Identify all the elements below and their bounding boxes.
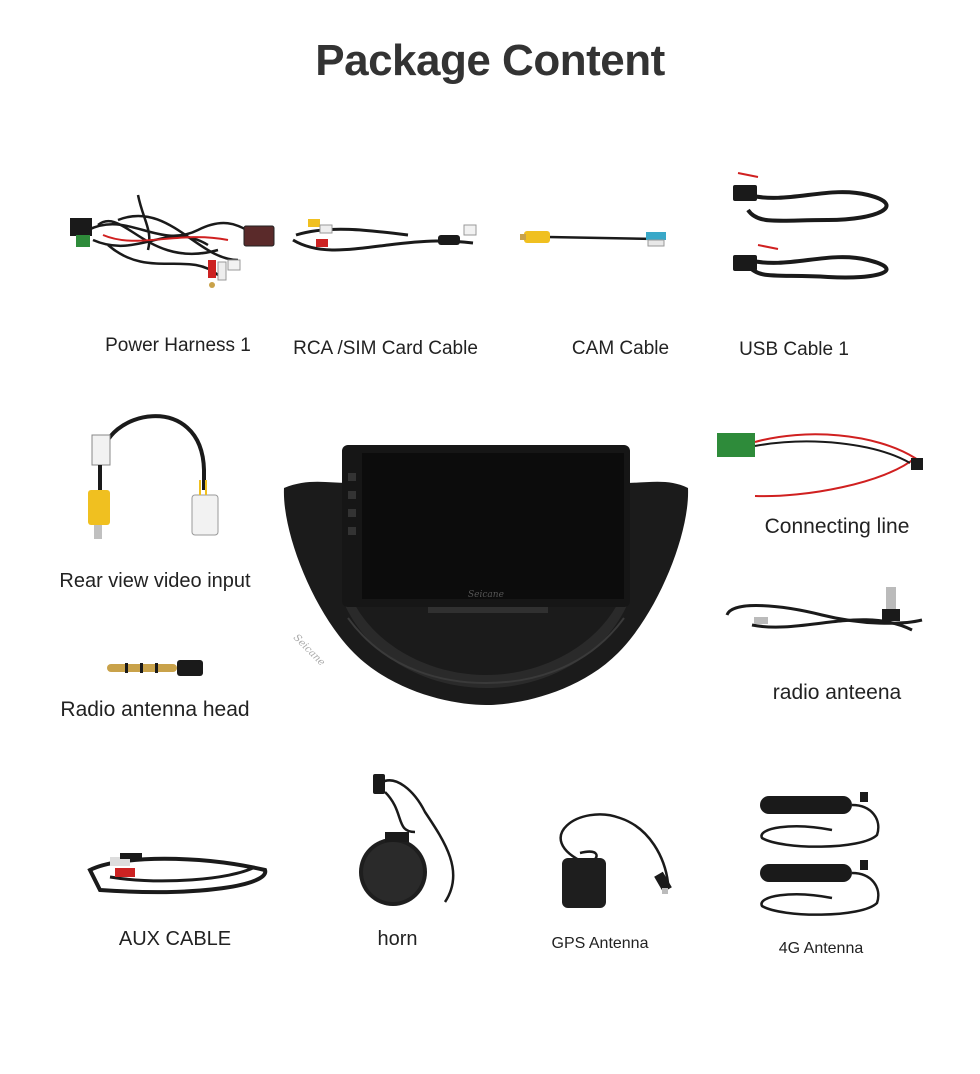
cam-cable-image bbox=[520, 231, 666, 247]
rca-sim-cable-image bbox=[292, 219, 477, 252]
antenna-4g-image bbox=[760, 792, 880, 916]
page-title: Package Content bbox=[315, 36, 665, 85]
connecting-line-item bbox=[715, 428, 927, 508]
gps-antenna-item bbox=[540, 808, 675, 913]
horn-image bbox=[359, 774, 455, 906]
connecting-line-label: Connecting line bbox=[764, 515, 910, 538]
cam-cable-label: CAM Cable bbox=[571, 338, 670, 359]
radio-antenna-item bbox=[722, 585, 932, 643]
gps-antenna-image bbox=[559, 813, 672, 908]
aux-cable-item bbox=[80, 845, 275, 900]
rca-sim-cable-label: RCA /SIM Card Cable bbox=[293, 338, 478, 359]
radio-antenna-label: radio anteena bbox=[772, 681, 902, 704]
antenna-4g-item bbox=[752, 790, 887, 925]
radio-antenna-head-item bbox=[105, 657, 205, 679]
radio-antenna-head-label: Radio antenna head bbox=[60, 698, 250, 721]
rear-view-input-item bbox=[72, 400, 222, 550]
power-harness-image bbox=[70, 194, 275, 288]
usb-cable-image bbox=[733, 172, 889, 280]
radio-antenna-head-image bbox=[107, 660, 203, 676]
aux-cable-label: AUX CABLE bbox=[118, 928, 232, 950]
radio-antenna-image bbox=[725, 587, 923, 632]
horn-item bbox=[355, 772, 467, 912]
rear-view-input-image bbox=[88, 414, 219, 539]
antenna-4g-label: 4G Antenna bbox=[778, 940, 864, 957]
connecting-line-image bbox=[717, 433, 923, 498]
head-unit-watermark: Seicane bbox=[468, 590, 504, 600]
usb-cable-item bbox=[728, 165, 889, 290]
head-unit-watermark-side: Seicane bbox=[291, 632, 327, 668]
horn-label: horn bbox=[377, 928, 418, 950]
aux-cable-image bbox=[87, 853, 268, 895]
rear-view-input-label: Rear view video input bbox=[59, 570, 251, 592]
power-harness-label: Power Harness 1 bbox=[105, 335, 251, 356]
head-unit-item: Seicane Seicane bbox=[278, 443, 694, 708]
cam-cable-item bbox=[518, 222, 678, 252]
rca-sim-cable-item bbox=[288, 205, 478, 275]
power-harness-item bbox=[68, 190, 278, 305]
head-unit-image: Seicane Seicane bbox=[283, 445, 689, 705]
usb-cable-label: USB Cable 1 bbox=[739, 339, 849, 360]
gps-antenna-label: GPS Antenna bbox=[551, 935, 649, 952]
